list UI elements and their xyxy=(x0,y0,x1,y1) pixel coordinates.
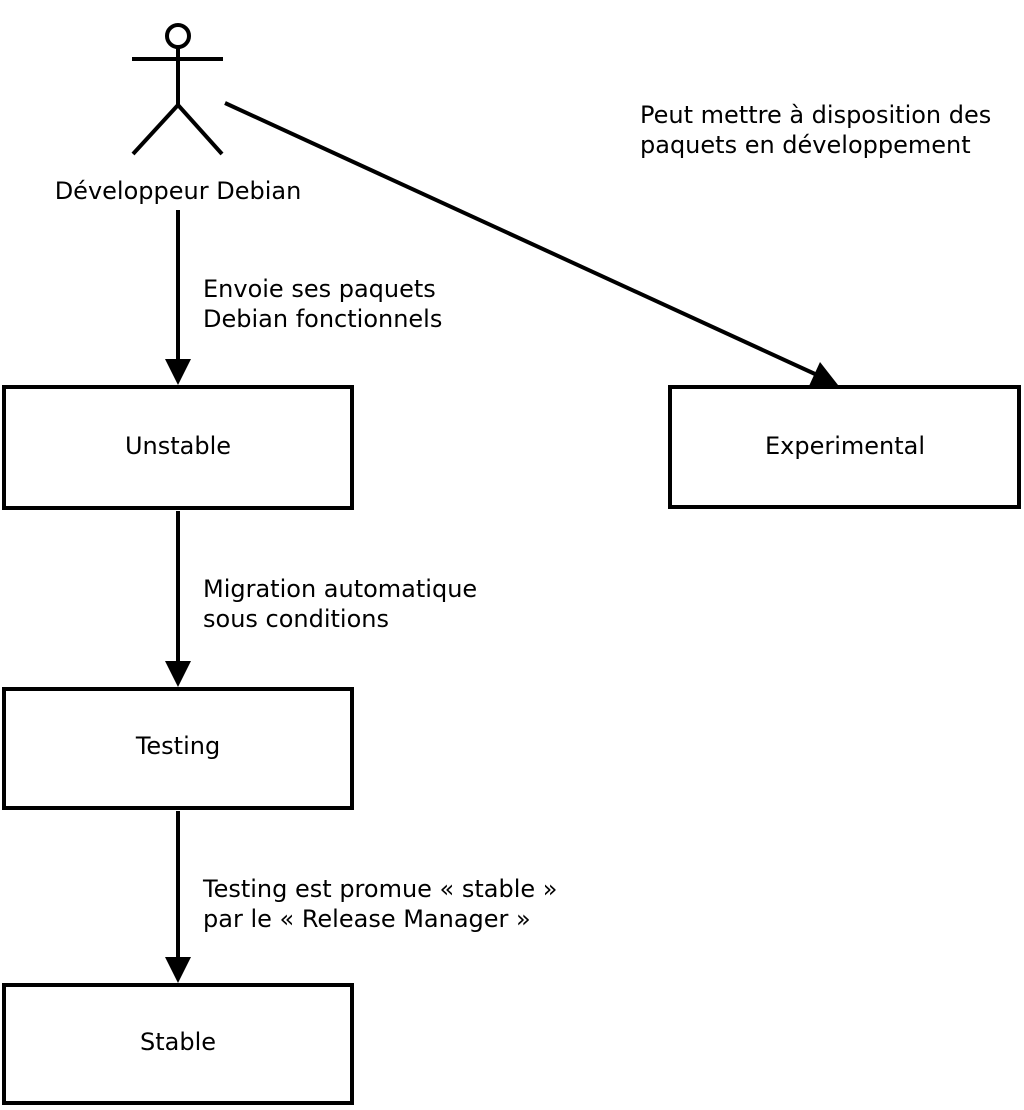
arrow-testing-to-stable xyxy=(165,811,191,983)
annotation-line: par le « Release Manager » xyxy=(203,905,531,933)
annotation-line: Testing est promue « stable » xyxy=(202,875,557,903)
testing-label: Testing xyxy=(135,732,220,760)
annotation-to-stable: Testing est promue « stable » par le « R… xyxy=(202,875,557,933)
unstable-box-border xyxy=(2,385,354,510)
arrow-unstable-to-testing xyxy=(165,511,191,687)
arrowhead-icon xyxy=(165,661,191,687)
annotation-line: Migration automatique xyxy=(203,575,477,603)
experimental-label: Experimental xyxy=(765,432,925,460)
annotation-line: paquets en développement xyxy=(640,131,971,159)
experimental-box: Experimental xyxy=(668,385,1021,509)
arrow-shaft xyxy=(224,101,816,376)
arrowhead-icon xyxy=(809,362,838,386)
stable-box: Stable xyxy=(2,983,354,1105)
annotation-to-unstable: Envoie ses paquets Debian fonctionnels xyxy=(203,275,442,333)
arrowhead-icon xyxy=(165,957,191,983)
annotation-to-experimental: Peut mettre à disposition des paquets en… xyxy=(640,101,991,159)
testing-box-border xyxy=(2,687,354,810)
annotation-to-testing: Migration automatique sous conditions xyxy=(203,575,477,633)
developer-stick-figure-icon xyxy=(131,23,224,156)
annotation-line: sous conditions xyxy=(203,605,389,633)
testing-box: Testing xyxy=(2,687,354,810)
unstable-box: Unstable xyxy=(2,385,354,510)
arrow-developer-to-experimental xyxy=(224,101,838,386)
annotation-line: Debian fonctionnels xyxy=(203,305,442,333)
stable-box-border xyxy=(2,983,354,1105)
stick-figure-left-leg xyxy=(131,103,180,156)
stick-figure-head xyxy=(165,23,191,49)
annotation-line: Envoie ses paquets xyxy=(203,275,436,303)
arrow-developer-to-unstable xyxy=(165,210,191,385)
arrowhead-icon xyxy=(165,359,191,385)
experimental-box-border xyxy=(668,385,1021,509)
stable-label: Stable xyxy=(140,1028,216,1056)
developer-label: Développeur Debian xyxy=(55,177,302,205)
unstable-label: Unstable xyxy=(125,432,231,460)
annotation-line: Peut mettre à disposition des xyxy=(640,101,991,129)
stick-figure-right-leg xyxy=(176,103,224,156)
